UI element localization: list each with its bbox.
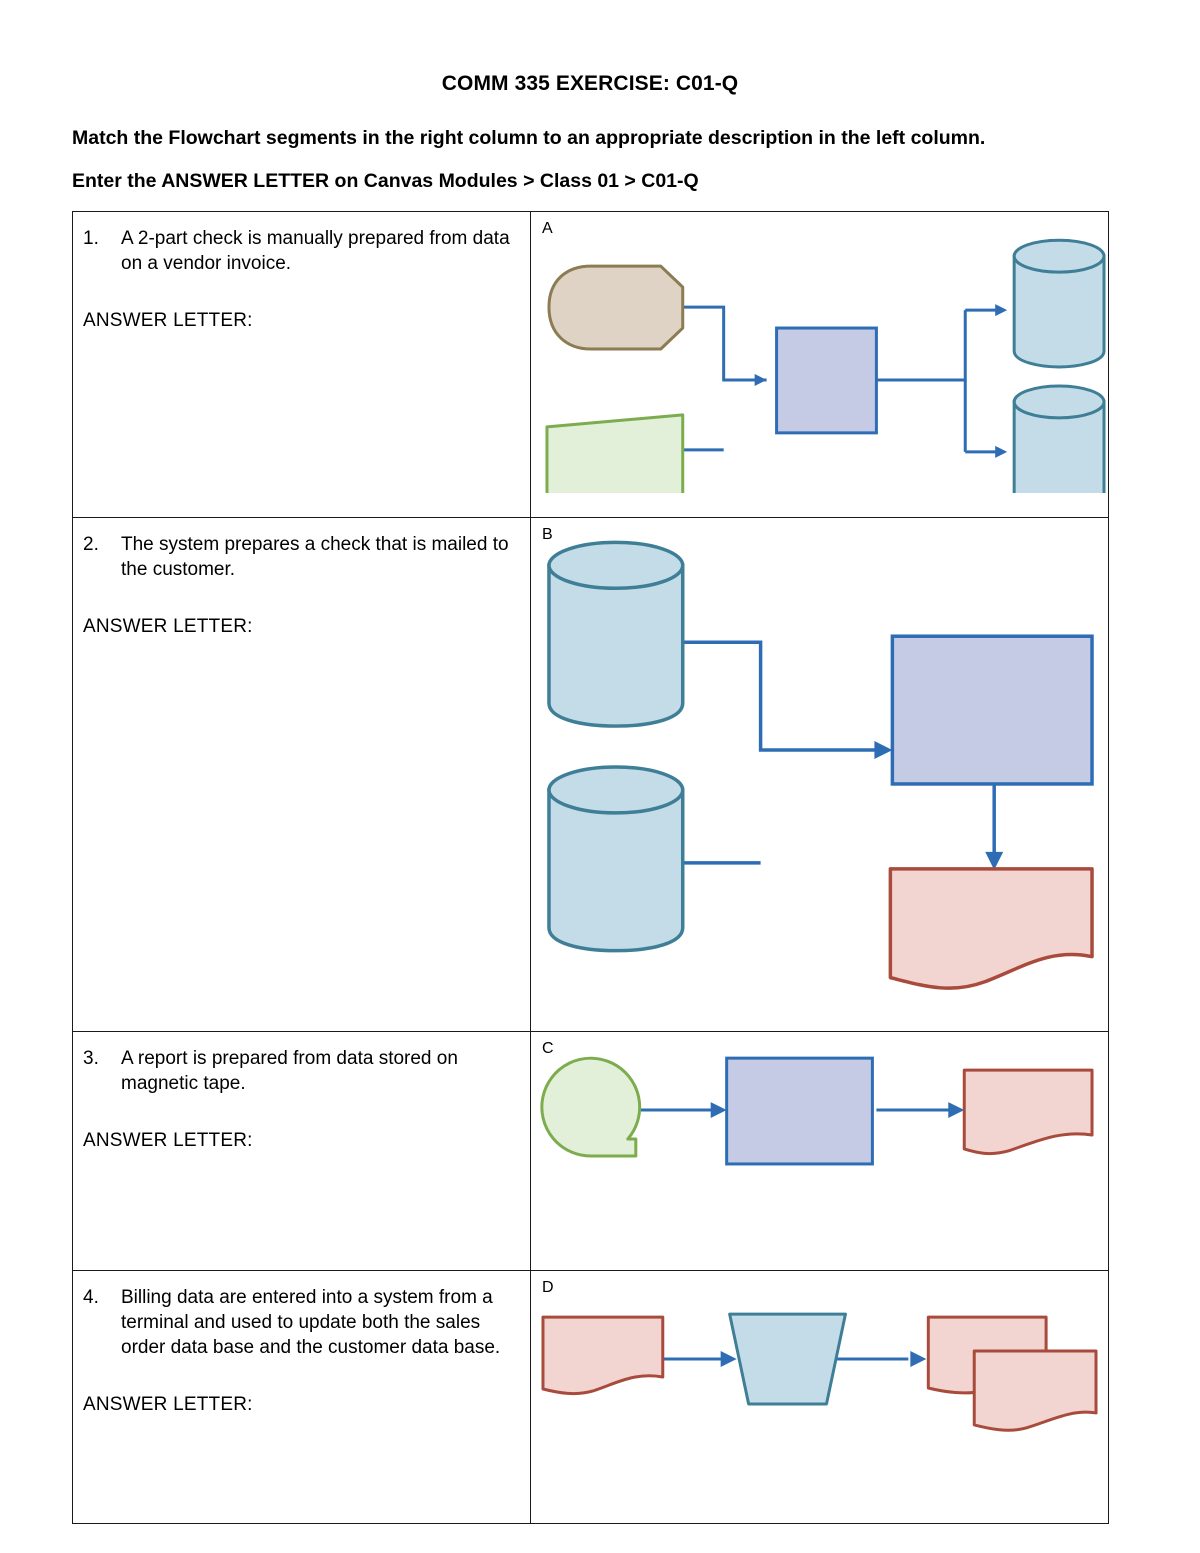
process-rectangle xyxy=(725,1056,874,1166)
description-cell-1: 1. A 2-part check is manually prepared f… xyxy=(72,211,531,518)
item-description: A 2-part check is manually prepared from… xyxy=(121,228,510,275)
flowchart-cell-d: D xyxy=(530,1270,1109,1524)
process-rectangle xyxy=(775,326,878,435)
matching-exercise-table: 1. A 2-part check is manually prepared f… xyxy=(72,211,1109,1524)
arrowhead-to-documents xyxy=(910,1351,927,1368)
process-rectangle xyxy=(890,634,1094,786)
item-description: Billing data are entered into a system f… xyxy=(121,1287,501,1359)
manual-input-shape xyxy=(545,413,685,493)
description-cell-2: 2. The system prepares a check that is m… xyxy=(72,517,531,1032)
flowchart-letter-a: A xyxy=(542,220,553,237)
item-description: The system prepares a check that is mail… xyxy=(121,534,509,581)
flowchart-diagram-a xyxy=(545,238,1106,493)
flowchart-cell-a: A xyxy=(530,211,1109,518)
list-item: 3. A report is prepared from data stored… xyxy=(83,1046,518,1096)
database-cylinder-bottom xyxy=(547,765,685,953)
arrowhead-to-cylinder-bottom xyxy=(995,445,1008,458)
magnetic-tape-shape xyxy=(540,1056,642,1158)
document-shape-front xyxy=(972,1349,1098,1432)
connector-lines xyxy=(682,305,967,452)
instruction-line-1: Match the Flowchart segments in the righ… xyxy=(72,127,986,149)
flowchart-diagram-b xyxy=(547,540,1094,990)
instruction-line-2: Enter the ANSWER LETTER on Canvas Module… xyxy=(72,170,699,192)
answer-letter-label: ANSWER LETTER: xyxy=(83,616,253,638)
connector-lines xyxy=(682,640,996,865)
item-number: 3. xyxy=(83,1048,99,1069)
stored-data-shape xyxy=(547,264,685,351)
database-cylinder-top xyxy=(547,540,685,728)
database-cylinder-bottom xyxy=(1012,384,1106,493)
list-item: 4. Billing data are entered into a syste… xyxy=(83,1285,518,1360)
flowchart-diagram-c xyxy=(540,1056,1094,1166)
page-title: COMM 335 EXERCISE: C01-Q xyxy=(441,72,739,95)
item-number: 4. xyxy=(83,1287,99,1308)
description-cell-3: 3. A report is prepared from data stored… xyxy=(72,1031,531,1271)
item-description: A report is prepared from data stored on… xyxy=(121,1048,458,1095)
arrowhead-to-document xyxy=(948,1102,965,1119)
flowchart-letter-b: B xyxy=(542,526,553,543)
flowchart-letter-d: D xyxy=(542,1279,554,1296)
item-number: 2. xyxy=(83,534,99,555)
document-shape xyxy=(962,1068,1094,1156)
flowchart-diagram-d xyxy=(541,1312,1098,1432)
manual-operation-trapezoid xyxy=(728,1312,847,1406)
table-row: 3. A report is prepared from data stored… xyxy=(72,1031,1109,1271)
item-number: 1. xyxy=(83,228,99,249)
answer-letter-label: ANSWER LETTER: xyxy=(83,1130,253,1152)
table-row: 4. Billing data are entered into a syste… xyxy=(72,1270,1109,1524)
arrowhead-to-process xyxy=(710,1102,727,1119)
answer-letter-label: ANSWER LETTER: xyxy=(83,310,253,332)
flowchart-letter-c: C xyxy=(542,1040,554,1057)
arrowhead-to-document xyxy=(985,851,1004,870)
flowchart-cell-b: B xyxy=(530,517,1109,1032)
table-row: 2. The system prepares a check that is m… xyxy=(72,517,1109,1032)
flowchart-cell-c: C xyxy=(530,1031,1109,1271)
arrowhead-to-process xyxy=(754,373,767,386)
arrowhead-to-cylinder-top xyxy=(995,304,1008,317)
list-item: 1. A 2-part check is manually prepared f… xyxy=(83,226,518,276)
arrowhead-to-trapezoid xyxy=(720,1351,737,1368)
arrowhead-to-process xyxy=(874,741,893,760)
document-shape xyxy=(888,867,1094,990)
list-item: 2. The system prepares a check that is m… xyxy=(83,532,518,582)
database-cylinder-top xyxy=(1012,238,1106,369)
table-row: 1. A 2-part check is manually prepared f… xyxy=(72,211,1109,518)
document-shape xyxy=(541,1315,665,1396)
answer-letter-label: ANSWER LETTER: xyxy=(83,1394,253,1416)
description-cell-4: 4. Billing data are entered into a syste… xyxy=(72,1270,531,1524)
